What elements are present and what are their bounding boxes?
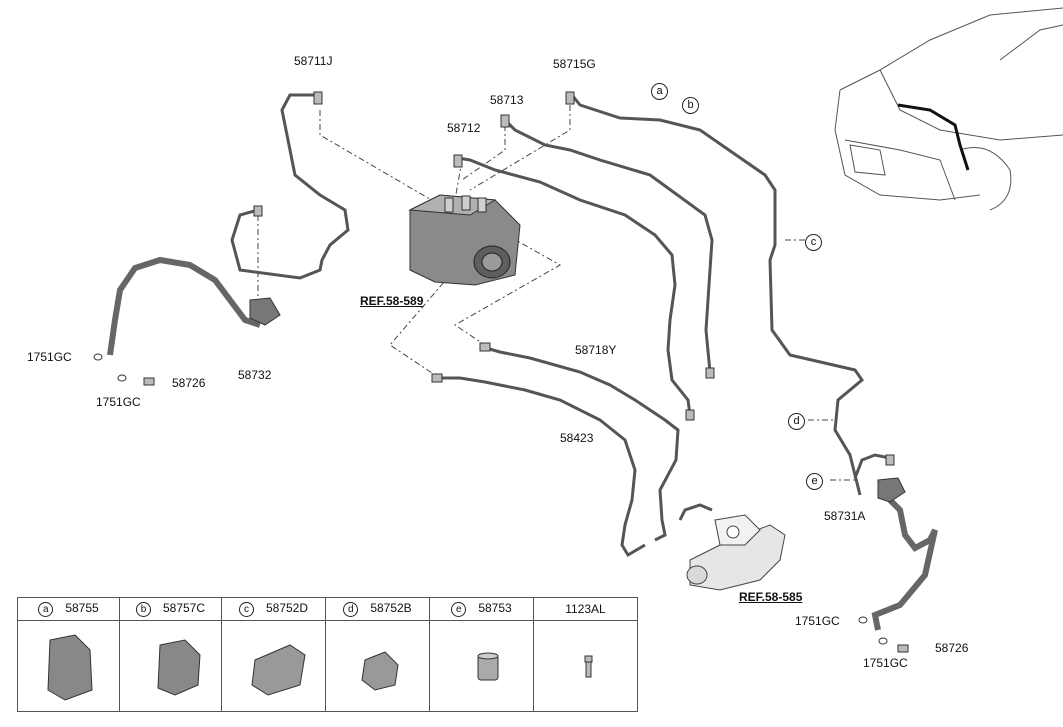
label-1751GC: 1751GC <box>795 614 840 628</box>
callout-d: d <box>788 413 805 430</box>
legend-image-d <box>325 620 430 712</box>
leader-lines <box>257 105 855 481</box>
legend-part-number: 58753 <box>478 601 512 616</box>
legend-header-c: c 58752D <box>221 597 326 621</box>
legend-image-b <box>119 620 222 712</box>
legend-header-e: e 58753 <box>429 597 534 621</box>
label-58715G: 58715G <box>553 57 596 71</box>
legend-image-a <box>17 620 120 712</box>
legend-part-number: 58752B <box>370 601 412 616</box>
hose-bracket-right <box>877 477 906 503</box>
legend-part-number: 1123AL <box>565 602 606 616</box>
legend-letter: a <box>38 601 54 617</box>
vehicle-thumbnail <box>834 7 1063 211</box>
legend-part-number: 58757C <box>162 601 206 616</box>
label-1751GC: 1751GC <box>27 350 72 364</box>
callout-a: a <box>651 83 668 100</box>
legend-image-bolt <box>533 620 638 712</box>
label-1751GC: 1751GC <box>863 656 908 670</box>
label-58711J: 58711J <box>294 54 333 68</box>
legend-part-number: 58755 <box>65 601 99 616</box>
callout-b: b <box>682 97 699 114</box>
legend-letter: c <box>238 601 254 617</box>
hose-bracket-left <box>249 297 281 326</box>
label-58726: 58726 <box>935 641 969 655</box>
label-58712: 58712 <box>447 121 481 135</box>
label-58718Y: 58718Y <box>575 343 617 357</box>
legend-header-a: a 58755 <box>17 597 120 621</box>
parts-legend-table: a 58755 b 58757C c 58752D d 58752B e 58753 11… <box>17 597 638 712</box>
legend-header-b: b 58757C <box>119 597 222 621</box>
label-58732: 58732 <box>238 368 272 382</box>
ref-label-abs: REF.58-589 <box>360 294 424 308</box>
legend-part-number: 58752D <box>265 601 309 616</box>
callout-c: c <box>805 234 822 251</box>
label-58731A: 58731A <box>824 509 866 523</box>
legend-header-d: d 58752B <box>325 597 430 621</box>
master-cylinder <box>686 514 786 591</box>
callout-e: e <box>806 473 823 490</box>
legend-image-e <box>429 620 534 712</box>
legend-letter: e <box>451 601 467 617</box>
legend-letter: b <box>135 601 151 617</box>
legend-letter: d <box>343 601 359 617</box>
ref-label-master-cylinder: REF.58-585 <box>739 590 803 604</box>
legend-image-c <box>221 620 326 712</box>
brake-hoses <box>107 256 938 631</box>
fittings <box>143 91 909 653</box>
brake-pipes <box>230 93 891 558</box>
label-58423: 58423 <box>560 431 594 445</box>
legend-header-bolt: 1123AL <box>533 597 638 621</box>
label-58713: 58713 <box>490 93 524 107</box>
abs-module <box>408 194 521 286</box>
washers <box>93 353 888 645</box>
label-1751GC: 1751GC <box>96 395 141 409</box>
label-58726: 58726 <box>172 376 206 390</box>
